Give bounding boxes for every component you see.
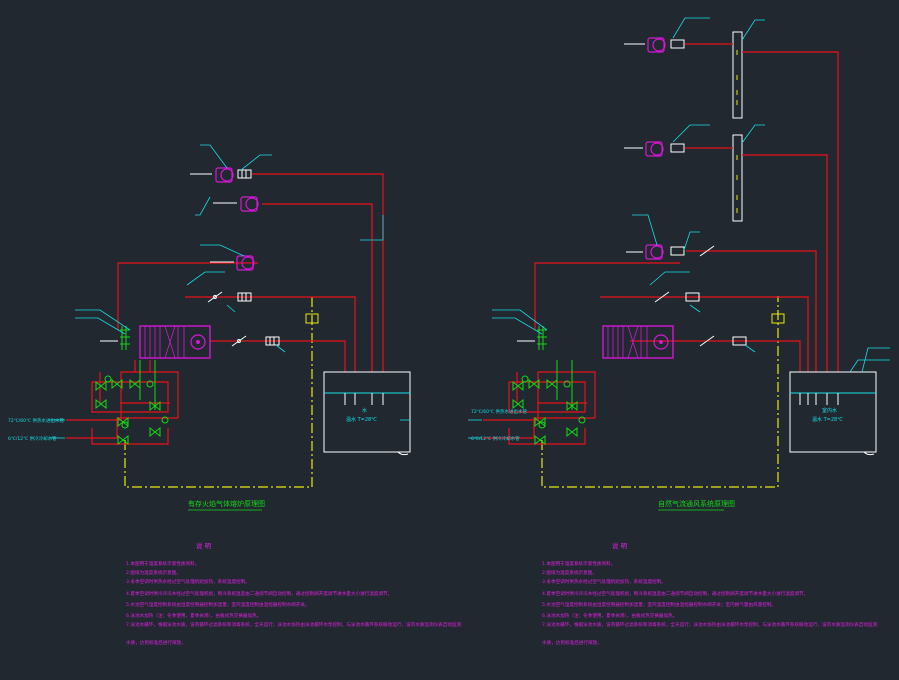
right-note-line: 3.冬季空调时供热水经过空气处理机组加热，系统温度控制。 — [542, 578, 666, 585]
left-label-supply-heat: 72℃/60℃ 供热水进出水管 — [8, 417, 65, 424]
left-boundary-box — [305, 313, 319, 324]
right-tank — [789, 371, 877, 456]
left-diagram-title: 有存火焰气体熔炉原理图 — [188, 499, 265, 508]
right-boundary-box — [771, 313, 785, 324]
right-label-supply-cool: 6℃/12℃ 供冷冷却水管 — [471, 435, 520, 442]
left-tank — [323, 371, 411, 456]
left-filter-units — [207, 169, 280, 347]
right-tank-temp: 温水 T=28℃ — [812, 416, 843, 423]
right-boundary-lines — [541, 296, 779, 488]
left-label-supply-cool: 6℃/12℃ 供冷冷却水管 — [8, 435, 57, 442]
right-ahu — [602, 325, 674, 359]
right-note-line: 5.水池空气温度控制系统由湿度控制器控制加湿量；室内温度控制由温控器控制水阀开关… — [542, 601, 776, 608]
left-valve-group — [95, 326, 169, 446]
right-fan-icons — [645, 37, 666, 260]
left-tank-label: 水 — [362, 407, 367, 414]
left-fan-icons — [215, 167, 259, 271]
right-valve-group — [512, 326, 586, 446]
left-boundary-lines — [124, 296, 313, 488]
right-note-line: 6.泳池水加热（注：冬季使用，夏季关闭），由板式热交换器加热。 — [542, 612, 677, 619]
right-label-supply-heat: 72℃/60℃ 供热水进出水管 — [471, 408, 528, 415]
right-note-line: 2.图纸为温度系统示意图。 — [542, 569, 597, 576]
left-note-line: 2.图纸为温度系统示意图。 — [126, 569, 181, 576]
right-supply-columns — [732, 31, 743, 222]
right-notes-title: 说 明 — [612, 541, 628, 550]
right-note-line: 1.本图用于温度系统示意性质资料。 — [542, 560, 615, 567]
left-note-line: 水质，达到标准后进行排放。 — [126, 639, 186, 646]
right-note-line: 水质，达到标准后进行排放。 — [542, 639, 602, 646]
right-diagram: 自然气流通风系统原理图 室内水 温水 T=28℃ 72℃/60℃ 供热水进出水管… — [468, 17, 890, 646]
left-note-line: 6.泳池水加热（注：冬季使用，夏季关闭），由板式热交换器加热。 — [126, 612, 261, 619]
left-fan-arrows — [100, 173, 237, 342]
left-note-line: 1.本图用于温度系统示意性质资料。 — [126, 560, 199, 567]
right-note-line: 7.泳池水循环，根据泳池水质，设有循环过滤系统和消毒系统，全天运行。泳池水加热由… — [542, 621, 878, 628]
right-pipes — [483, 43, 839, 445]
left-pipes — [66, 173, 384, 445]
left-notes: 1.本图用于温度系统示意性质资料。 2.图纸为温度系统示意图。 3.冬季空调时供… — [126, 560, 462, 646]
left-ahu — [139, 325, 211, 359]
left-note-line: 4.夏季空调时供冷冷冻水经过空气处理机组，制冷系统温度由二通调节阀自动控制，通过… — [126, 590, 392, 597]
left-note-line: 3.冬季空调时供热水经过空气处理机组加热，系统温度控制。 — [126, 578, 250, 585]
right-tank-label: 室内水 — [822, 407, 837, 414]
left-notes-title: 说 明 — [196, 541, 212, 550]
left-leader-lines — [50, 144, 410, 439]
left-note-line: 7.泳池水循环，根据泳池水质，设有循环过滤系统和消毒系统，全天运行。泳池水加热由… — [126, 621, 462, 628]
right-note-line: 4.夏季空调时供冷冷冻水经过空气处理机组，制冷系统温度由二通调节阀自动控制，通过… — [542, 590, 808, 597]
left-diagram: 有存火焰气体熔炉原理图 水 温水 T=28℃ 72℃/60℃ 供热水进出水管 6… — [8, 144, 462, 646]
right-filter-units — [654, 39, 747, 347]
left-tank-temp: 温水 T=28℃ — [346, 416, 377, 423]
right-diagram-title: 自然气流通风系统原理图 — [658, 499, 735, 508]
right-fan-arrows — [517, 43, 645, 342]
left-note-line: 5.水池空气温度控制系统由湿度控制器控制加湿量；室内温度控制由温控器控制水阀开关… — [126, 601, 310, 608]
right-leader-lines — [468, 17, 890, 439]
right-notes: 1.本图用于温度系统示意性质资料。 2.图纸为温度系统示意图。 3.冬季空调时供… — [542, 560, 878, 646]
